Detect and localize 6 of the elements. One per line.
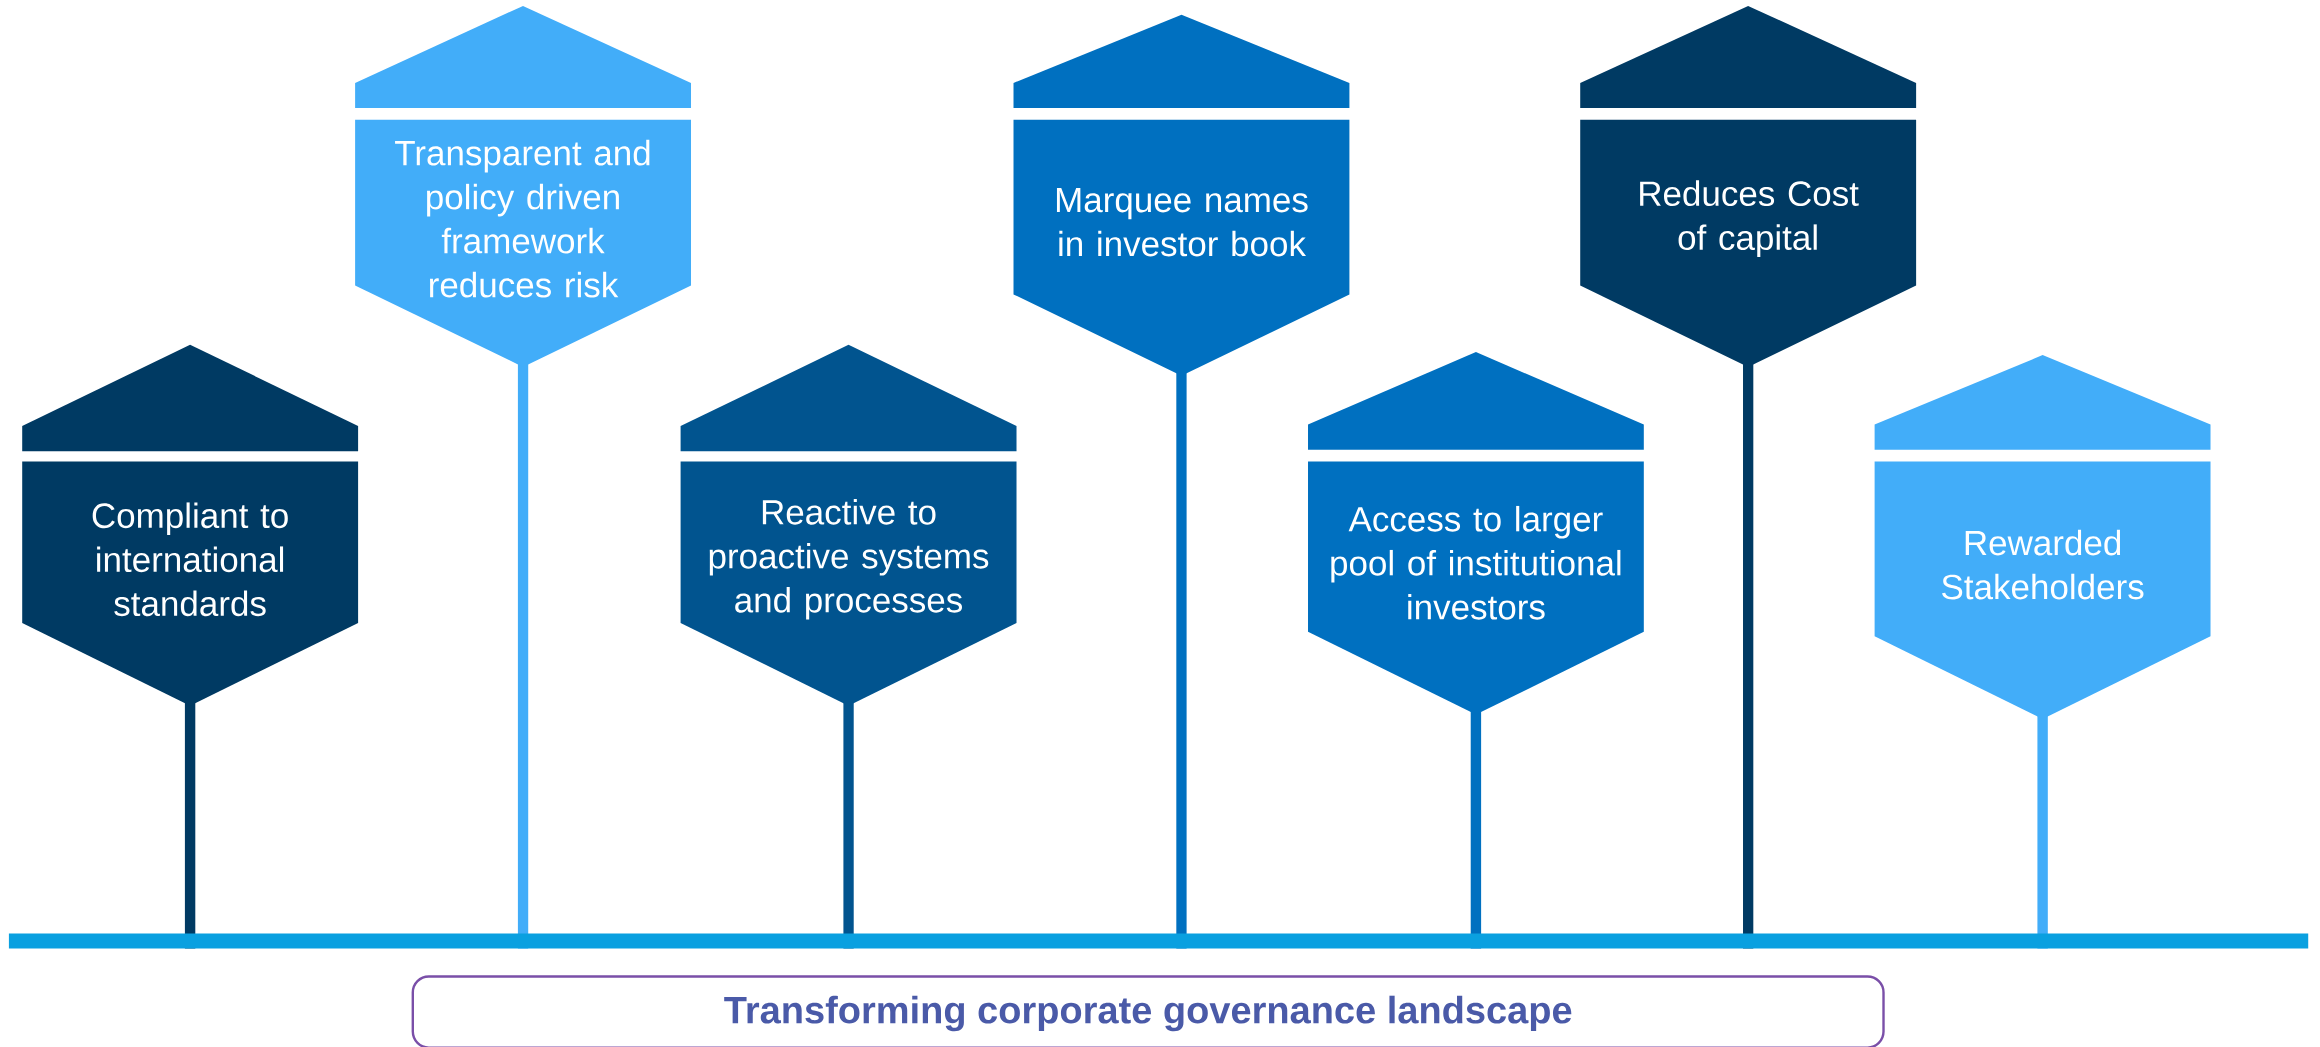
signpost: Rewarded Stakeholders — [1874, 355, 2211, 949]
signpost: Reactive to proactive systems and processes — [680, 344, 1017, 949]
signpost: Access to larger pool of institutional investors — [1308, 352, 1644, 949]
signpost: Compliant to international standards — [22, 344, 359, 949]
signpost: Transparent and policy driven framework reduces risk — [355, 5, 691, 949]
caption-box: Transforming corporate governance landscape — [411, 975, 1885, 1047]
